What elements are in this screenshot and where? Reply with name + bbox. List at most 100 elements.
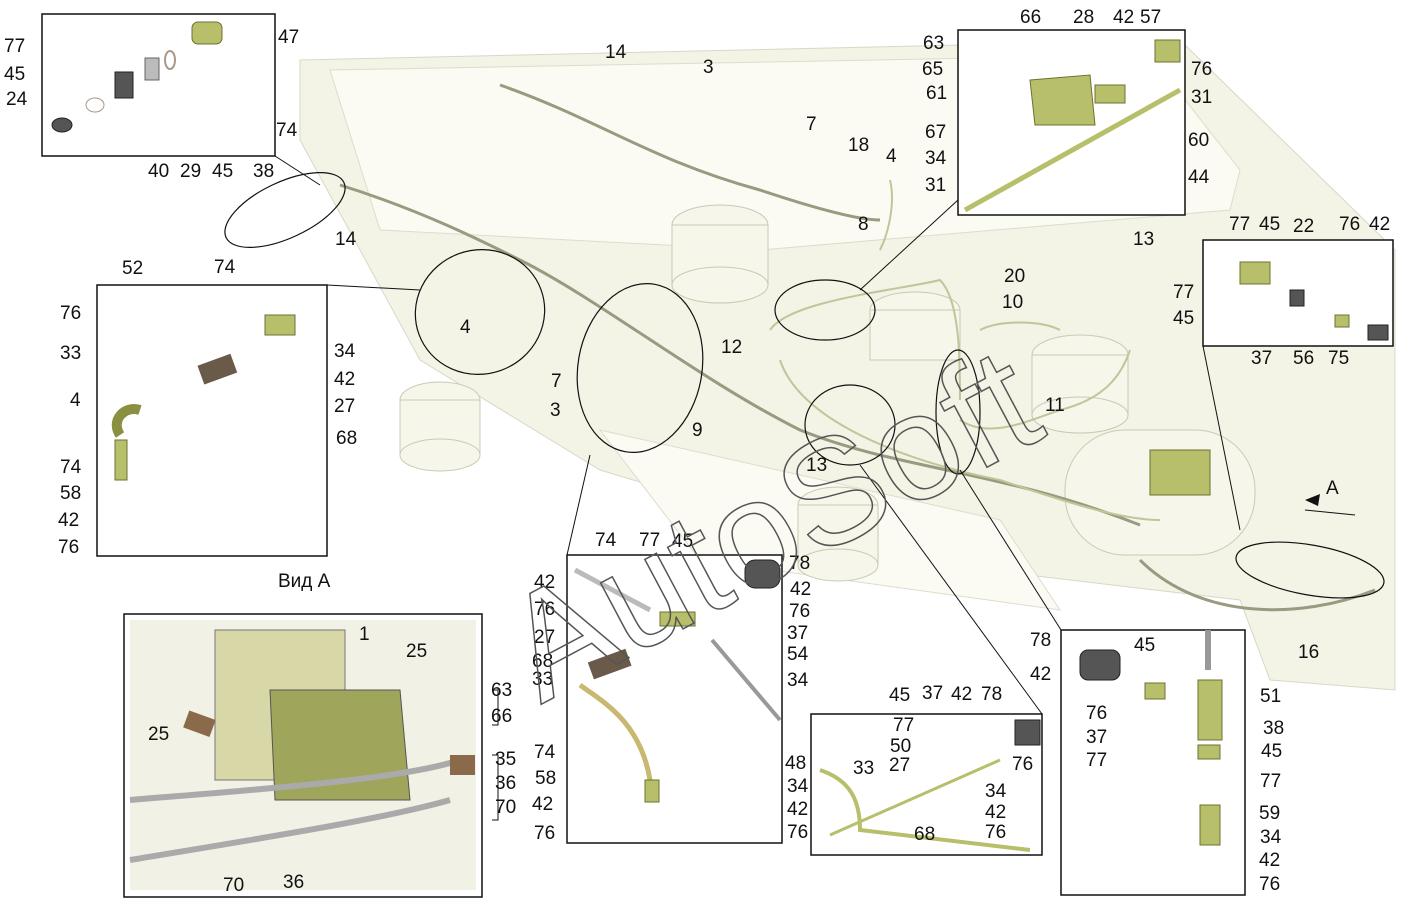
callout-number-37: 37 xyxy=(922,683,943,704)
callout-number-31: 31 xyxy=(1191,87,1212,108)
callout-number-76: 76 xyxy=(1086,703,1107,724)
callout-number-56: 56 xyxy=(1293,348,1314,369)
callout-number-77: 77 xyxy=(639,530,660,551)
callout-number-76: 76 xyxy=(534,599,555,620)
callout-number-76: 76 xyxy=(58,537,79,558)
callout-number-31: 31 xyxy=(925,175,946,196)
callout-number-40: 40 xyxy=(148,161,169,182)
callout-number-7: 7 xyxy=(806,114,817,135)
callout-number-74: 74 xyxy=(595,530,617,551)
callout-number-37: 37 xyxy=(787,623,808,644)
callout-number-42: 42 xyxy=(1030,664,1051,685)
callout-number-77: 77 xyxy=(4,36,25,57)
callout-number-78: 78 xyxy=(1030,630,1051,651)
callout-number-50: 50 xyxy=(890,736,911,757)
callout-number-75: 75 xyxy=(1328,348,1349,369)
callout-number-29: 29 xyxy=(180,161,201,182)
callout-number-63: 63 xyxy=(923,33,944,54)
callout-number-37: 37 xyxy=(1086,727,1107,748)
callout-number-76: 76 xyxy=(1191,59,1212,80)
callout-number-77: 77 xyxy=(1173,282,1194,303)
callout-number-10: 10 xyxy=(1002,292,1023,313)
callout-number-3: 3 xyxy=(550,400,561,421)
callout-number-25: 25 xyxy=(148,724,169,745)
callout-number-45: 45 xyxy=(672,531,693,552)
callout-number-34: 34 xyxy=(1260,827,1282,848)
view-a-label: Вид А xyxy=(278,571,331,592)
callout-number-45: 45 xyxy=(1259,214,1280,235)
callout-number-59: 59 xyxy=(1259,803,1280,824)
callout-number-13: 13 xyxy=(806,455,827,476)
callout-number-42: 42 xyxy=(532,794,553,815)
callout-number-58: 58 xyxy=(60,483,81,504)
callout-number-76: 76 xyxy=(1012,754,1033,775)
callout-number-76: 76 xyxy=(1339,214,1360,235)
detail-box-top-left xyxy=(41,13,276,157)
callout-number-74: 74 xyxy=(534,742,556,763)
callout-number-4: 4 xyxy=(460,317,471,338)
callout-number-45: 45 xyxy=(889,685,910,706)
callout-number-34: 34 xyxy=(334,341,356,362)
callout-number-9: 9 xyxy=(692,420,703,441)
callout-number-63: 63 xyxy=(491,680,512,701)
leader-lines xyxy=(274,155,1356,715)
callout-number-33: 33 xyxy=(532,669,553,690)
callout-number-22: 22 xyxy=(1293,216,1314,237)
detail-box-bottom-middle xyxy=(810,713,1043,856)
callout-number-77: 77 xyxy=(893,715,914,736)
air-tanks xyxy=(399,204,1256,582)
callout-number-76: 76 xyxy=(534,823,555,844)
callout-number-76: 76 xyxy=(787,822,808,843)
callout-number-68: 68 xyxy=(336,428,357,449)
callout-number-58: 58 xyxy=(535,768,556,789)
callout-number-42: 42 xyxy=(1369,214,1390,235)
callout-number-47: 47 xyxy=(278,27,299,48)
callout-number-34: 34 xyxy=(925,148,947,169)
callout-number-4: 4 xyxy=(886,146,897,167)
callout-number-28: 28 xyxy=(1073,7,1094,28)
detail-box-top-right xyxy=(957,29,1186,216)
callout-number-78: 78 xyxy=(789,553,810,574)
callout-number-42: 42 xyxy=(951,684,972,705)
callout-number-14: 14 xyxy=(335,229,357,250)
callout-number-27: 27 xyxy=(889,755,910,776)
callout-number-42: 42 xyxy=(334,369,355,390)
callout-number-34: 34 xyxy=(787,776,809,797)
callout-number-11: 11 xyxy=(1045,395,1065,416)
callout-number-4: 4 xyxy=(70,390,81,411)
callout-number-76: 76 xyxy=(789,601,810,622)
callout-number-36: 36 xyxy=(495,773,516,794)
detail-box-right xyxy=(1202,239,1394,347)
callout-number-45: 45 xyxy=(212,161,233,182)
callout-number-77: 77 xyxy=(1229,214,1250,235)
callout-number-65: 65 xyxy=(922,59,943,80)
callout-number-76: 76 xyxy=(1259,874,1280,895)
callout-number-42: 42 xyxy=(1259,850,1280,871)
callout-number-35: 35 xyxy=(495,749,516,770)
callout-number-51: 51 xyxy=(1260,686,1281,707)
callout-number-42: 42 xyxy=(1113,7,1134,28)
callout-number-74: 74 xyxy=(276,120,298,141)
brake-lines xyxy=(339,83,1376,612)
callout-number-74: 74 xyxy=(60,457,82,478)
callout-number-42: 42 xyxy=(58,510,79,531)
callout-number-27: 27 xyxy=(534,627,555,648)
callout-number-77: 77 xyxy=(1086,750,1107,771)
callout-number-24: 24 xyxy=(6,89,28,110)
callout-number-76: 76 xyxy=(985,822,1006,843)
callout-number-57: 57 xyxy=(1140,7,1161,28)
callout-number-45: 45 xyxy=(1173,308,1194,329)
callout-number-52: 52 xyxy=(122,258,143,279)
callout-number-61: 61 xyxy=(926,83,947,104)
callout-number-20: 20 xyxy=(1004,266,1025,287)
detail-box-valve-bracket xyxy=(123,613,483,898)
callout-number-45: 45 xyxy=(1134,635,1155,656)
callout-number-33: 33 xyxy=(853,758,874,779)
callout-number-34: 34 xyxy=(985,781,1007,802)
detail-box-view-a xyxy=(96,284,328,557)
callout-number-8: 8 xyxy=(858,214,869,235)
callout-number-44: 44 xyxy=(1188,167,1210,188)
callout-number-38: 38 xyxy=(1263,718,1284,739)
